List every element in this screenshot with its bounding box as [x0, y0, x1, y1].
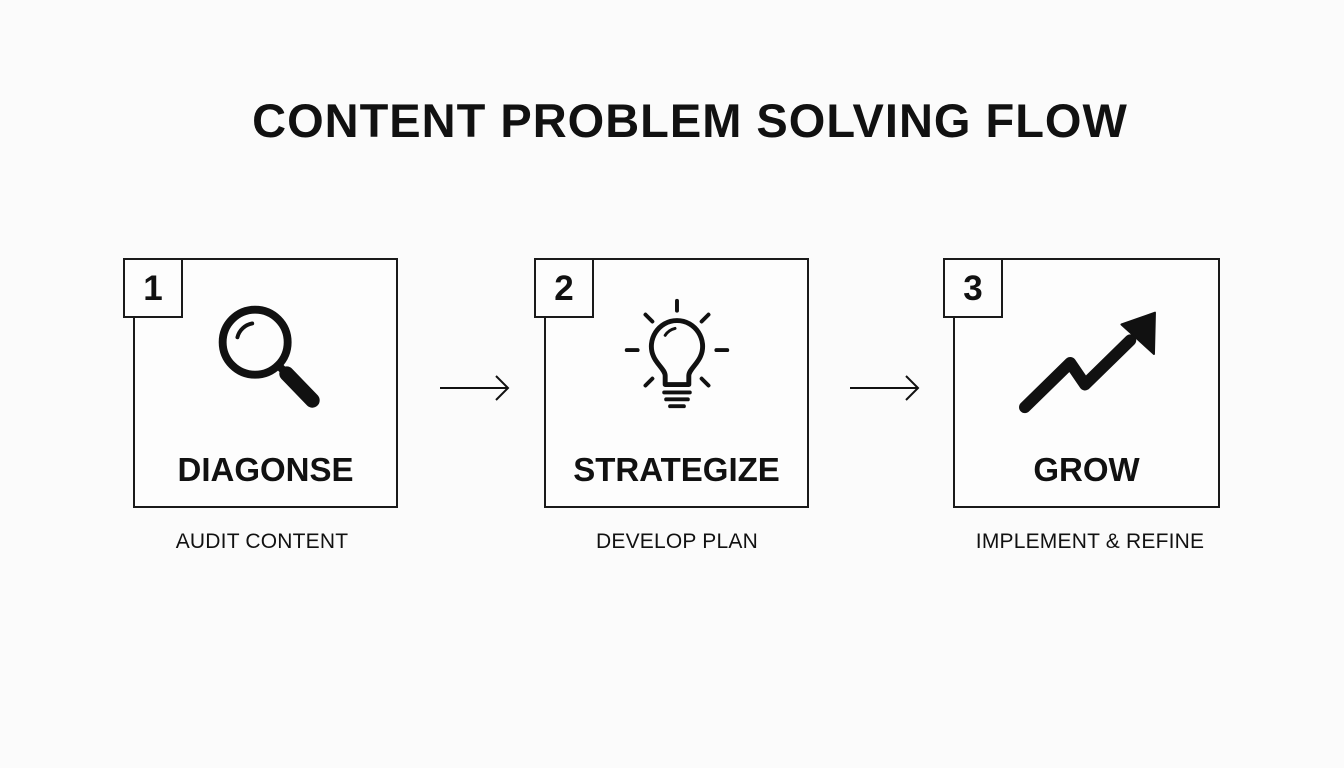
magnifying-glass-icon — [218, 305, 320, 408]
arrow-right-icon — [440, 375, 510, 401]
step-2-number-badge: 2 — [534, 258, 594, 318]
arrow-right-icon — [850, 375, 920, 401]
trend-up-arrow-icon — [1019, 311, 1156, 414]
step-1-name: DIAGONSE — [177, 451, 354, 488]
step-1-number-badge: 1 — [123, 258, 183, 318]
step-3-name: GROW — [1033, 451, 1140, 488]
step-2-name: STRATEGIZE — [573, 451, 780, 488]
step-1-caption: AUDIT CONTENT — [175, 530, 349, 553]
lightbulb-icon — [624, 298, 730, 409]
step-3-number-badge: 3 — [943, 258, 1003, 318]
step-2-box: 2 STRATEGIZE — [534, 258, 809, 508]
step-3-caption: IMPLEMENT & REFINE — [975, 530, 1205, 553]
step-1-box: 1 DIAGONSE — [123, 258, 398, 508]
step-3-box: 3 GROW — [943, 258, 1220, 508]
step-2-caption: DEVELOP PLAN — [596, 530, 758, 553]
diagram-title: CONTENT PROBLEM SOLVING FLOW — [252, 94, 1128, 147]
